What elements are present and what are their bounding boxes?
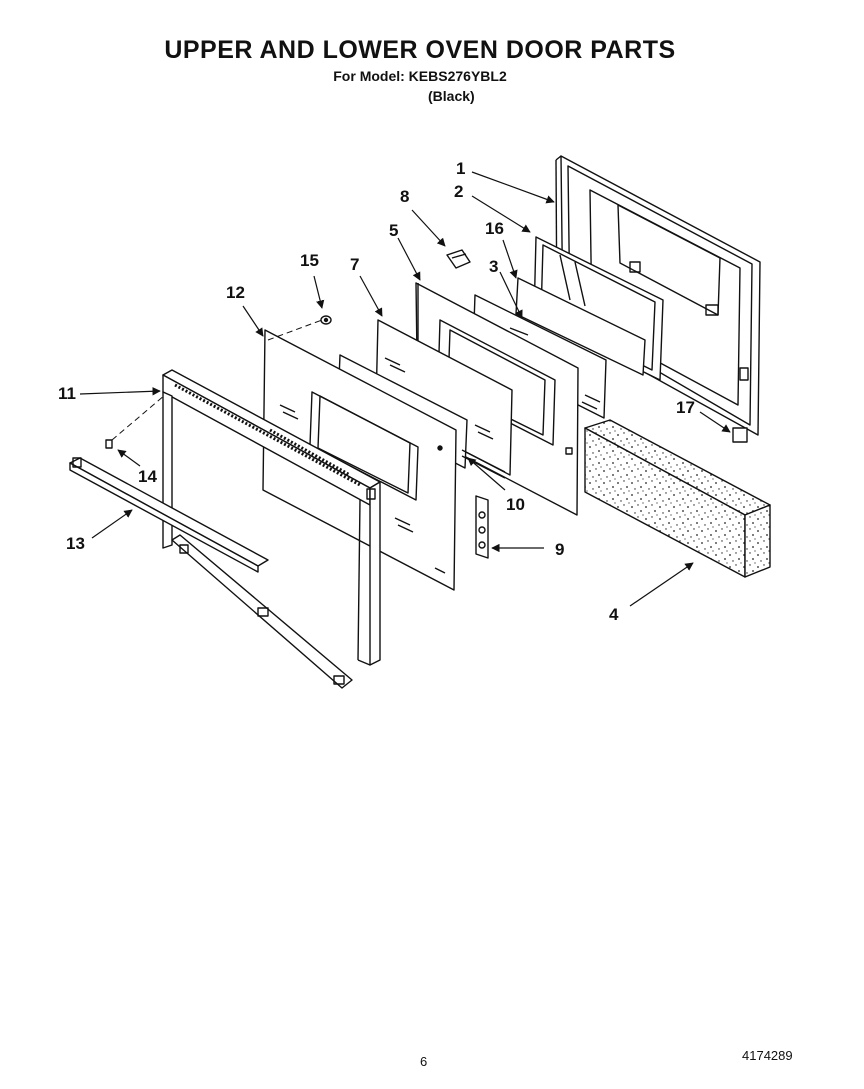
- callout-15: 15: [300, 251, 319, 270]
- callout-16: 16: [485, 219, 504, 238]
- door-handle: [69, 457, 269, 573]
- callout-3: 3: [489, 257, 498, 276]
- insulation-block: [584, 419, 771, 578]
- callout-labels: 1 2 3 4 5 7 8 9 10 11 12 13 14 15 16 17: [58, 159, 695, 624]
- color-variant: (Black): [428, 88, 475, 104]
- callout-1: 1: [456, 159, 465, 178]
- page-number: 6: [420, 1054, 428, 1069]
- callout-2: 2: [454, 182, 463, 201]
- callout-8: 8: [400, 187, 409, 206]
- callout-10: 10: [506, 495, 525, 514]
- callout-4: 4: [609, 605, 619, 624]
- model-line: For Model: KEBS276YBL2: [333, 68, 507, 84]
- door-end-cap: [732, 427, 748, 443]
- callout-14: 14: [138, 467, 157, 486]
- frame-bottom-rail: [171, 534, 353, 689]
- callout-7: 7: [350, 255, 359, 274]
- hinge-clip: [446, 249, 471, 269]
- page-title: UPPER AND LOWER OVEN DOOR PARTS: [164, 36, 676, 64]
- callout-13: 13: [66, 534, 85, 553]
- washer: [320, 315, 332, 325]
- callout-11: 11: [58, 384, 76, 403]
- callout-12: 12: [226, 283, 245, 302]
- handle-clip: [105, 439, 113, 449]
- document-number: 4174289: [742, 1048, 793, 1063]
- assembly-line: [111, 394, 166, 441]
- callout-leaders: [79, 171, 731, 607]
- door-stop-bracket: [475, 495, 489, 559]
- callout-5: 5: [389, 221, 398, 240]
- callout-9: 9: [555, 540, 564, 559]
- callout-17: 17: [676, 398, 695, 417]
